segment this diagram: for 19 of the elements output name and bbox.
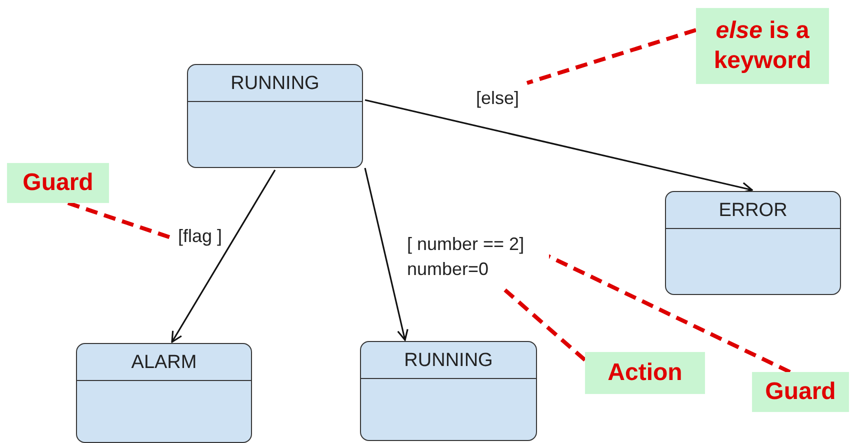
- state-name: RUNNING: [230, 73, 320, 95]
- leader-line: [67, 201, 173, 240]
- state-name: ALARM: [130, 352, 198, 374]
- leader-line: [504, 288, 586, 362]
- callout-note: Guard: [752, 372, 849, 412]
- transition-arrow: [171, 170, 276, 343]
- callout-note: else is a keyword: [696, 8, 829, 84]
- callout-note: Guard: [7, 163, 109, 203]
- state-box: [665, 191, 841, 295]
- state-box: [360, 341, 537, 441]
- callout-note: Action: [585, 352, 705, 394]
- state-box: [187, 64, 363, 168]
- state-name: RUNNING: [403, 350, 494, 372]
- transition-arrow: [364, 168, 408, 341]
- transition-arrow: [364, 99, 753, 194]
- leader-line: [547, 254, 791, 374]
- state-box: [76, 343, 252, 443]
- leader-line: [526, 28, 697, 85]
- state-name: ERROR: [718, 200, 788, 222]
